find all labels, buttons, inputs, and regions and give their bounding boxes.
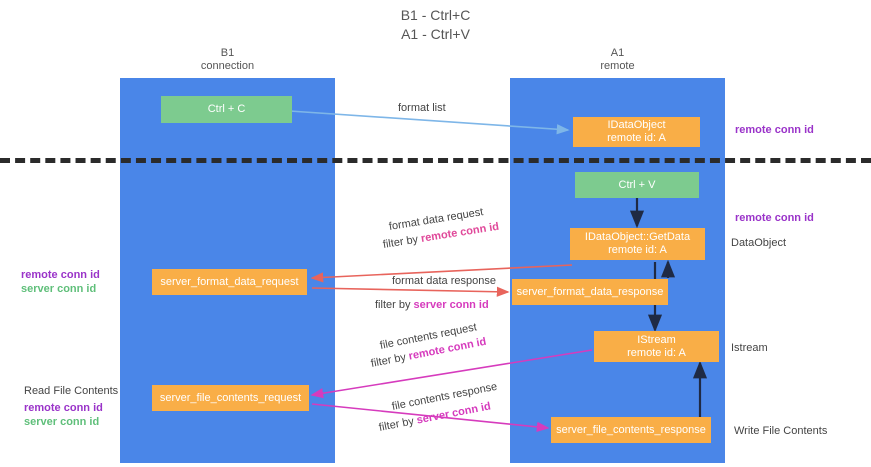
node-idataobject-sublabel: remote id: A (607, 132, 666, 144)
node-getdata-label: IDataObject::GetData (584, 231, 691, 243)
node-ctrl-v[interactable]: Ctrl + V (575, 172, 699, 198)
node-istream[interactable]: IStream remote id: A (594, 331, 719, 362)
page-title: B1 - Ctrl+C A1 - Ctrl+V (400, 7, 471, 42)
section-divider (0, 158, 871, 163)
column-header-a1: A1 remote (600, 47, 635, 72)
annotation-write-file-contents: Write File Contents (734, 425, 828, 437)
annotation-read-file-contents: Read File Contents (24, 385, 119, 397)
node-ctrl-c[interactable]: Ctrl + C (161, 96, 292, 123)
node-server-file-contents-request[interactable]: server_file_contents_request (152, 385, 309, 411)
edge-label-format-data-response-filter: filter by server conn id (375, 298, 489, 312)
filter-key-server-conn-id: server conn id (413, 299, 489, 311)
node-server-file-contents-response[interactable]: server_file_contents_response (551, 417, 711, 443)
node-server-format-data-request-label: server_format_data_request (160, 275, 299, 288)
annotation-left-bottom-server-conn-id: server conn id (24, 416, 100, 428)
edge-label-format-list: format list (398, 102, 446, 114)
filter-prefix: filter by (375, 299, 414, 311)
node-istream-label: IStream (637, 333, 676, 346)
node-idataobject[interactable]: IDataObject remote id: A (573, 117, 700, 147)
edge-label-format-data-response: format data response (392, 275, 496, 287)
annotation-left-mid-remote-conn-id: remote conn id (21, 269, 100, 281)
annotation-left-mid-server-conn-id: server conn id (21, 283, 97, 295)
annotation-left-mid-conn-ids: remote conn id server conn id (21, 268, 100, 296)
column-header-b1: B1 connection (200, 47, 255, 72)
annotation-right-mid-remote-conn-id: remote conn id (735, 212, 814, 224)
node-server-format-data-response-label: server_format_data_response (516, 285, 664, 298)
annotation-left-bottom-conn-ids: remote conn id server conn id (24, 401, 103, 429)
node-ctrl-c-label: Ctrl + C (207, 103, 246, 115)
node-server-format-data-response[interactable]: server_format_data_response (512, 279, 668, 305)
node-server-file-contents-response-label: server_file_contents_response (556, 423, 706, 436)
node-getdata-sublabel: remote id: A (608, 244, 667, 256)
annotation-dataobject: DataObject (731, 237, 787, 249)
node-server-format-data-request[interactable]: server_format_data_request (152, 269, 307, 295)
node-istream-sublabel: remote id: A (627, 346, 686, 359)
annotation-right-top-remote-conn-id: remote conn id (735, 124, 814, 136)
annotation-left-bottom-remote-conn-id: remote conn id (24, 402, 103, 414)
node-idataobject-label: IDataObject (607, 119, 666, 131)
node-getdata[interactable]: IDataObject::GetData remote id: A (570, 228, 705, 260)
annotation-istream: Istream (731, 342, 768, 354)
node-ctrl-v-label: Ctrl + V (618, 178, 656, 191)
node-server-file-contents-request-label: server_file_contents_request (159, 391, 302, 404)
